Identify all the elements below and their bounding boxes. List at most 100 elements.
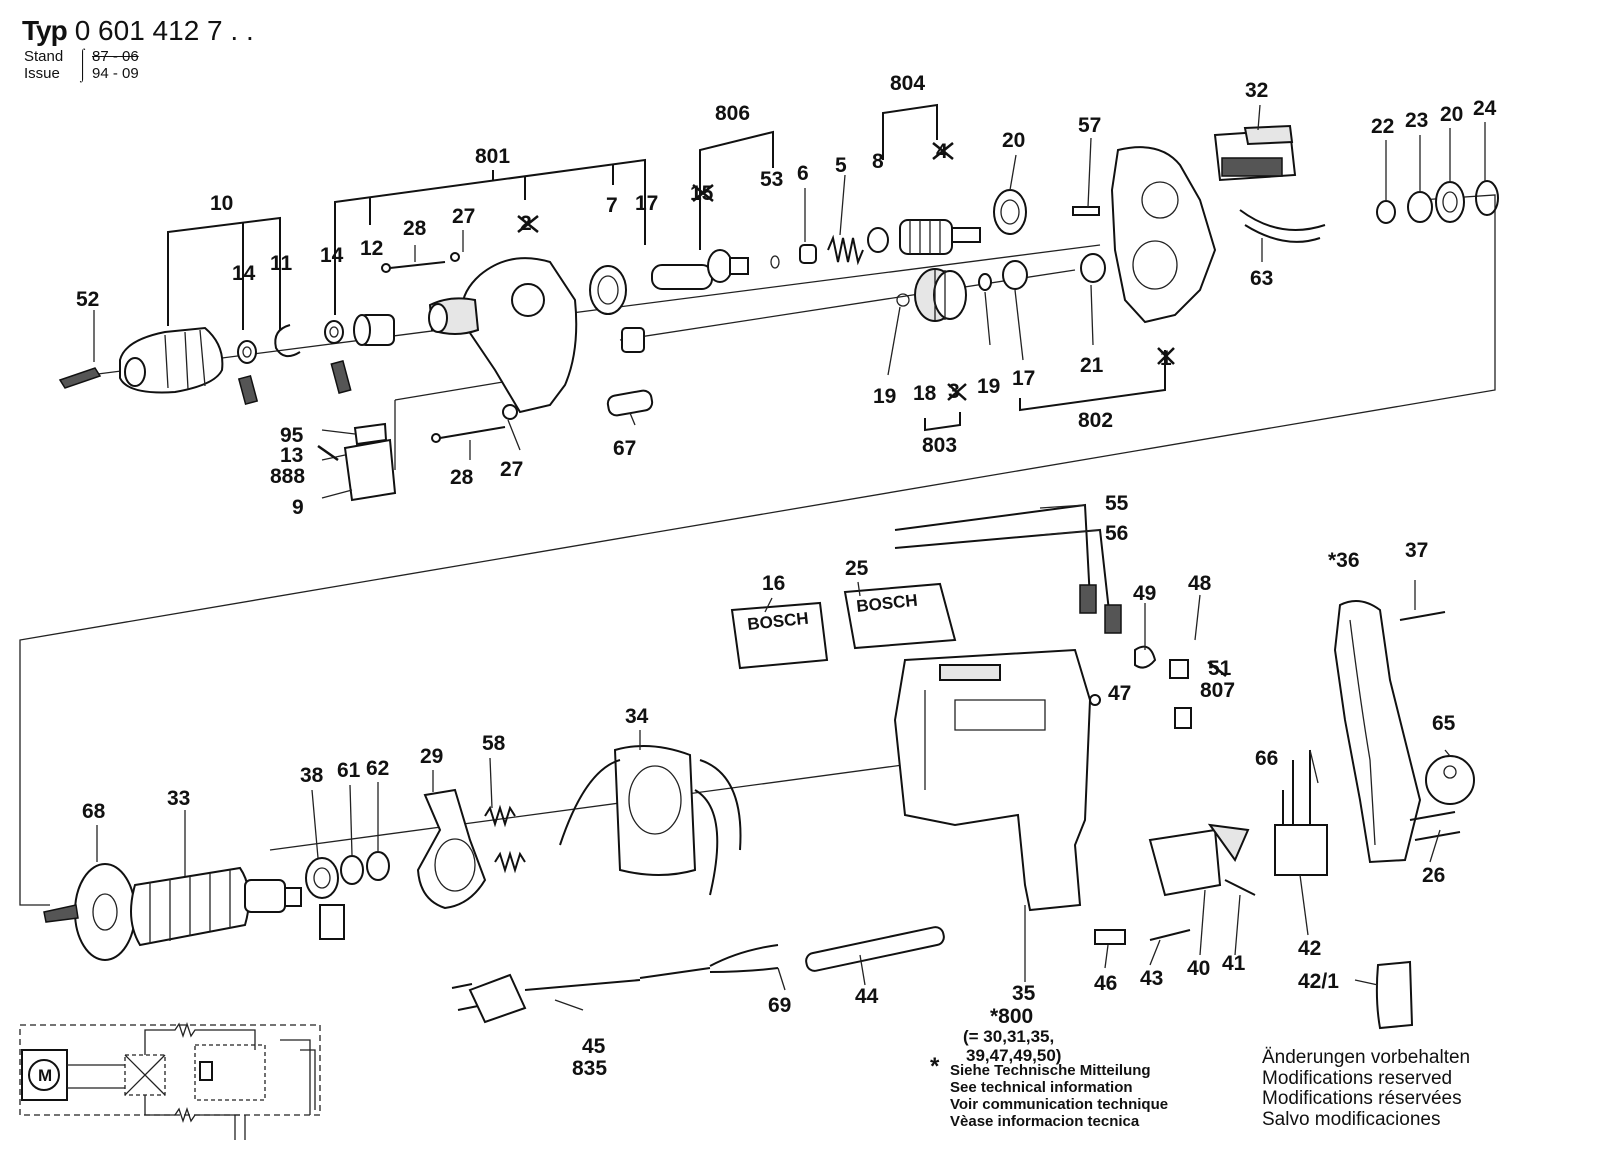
label-66: 66 [1255,747,1278,770]
label-44: 44 [855,985,879,1008]
issue-label: Issue [24,65,60,82]
label-800: *800 [990,1005,1033,1028]
bracket-803 [924,412,961,432]
label-52: 52 [76,288,99,311]
part-screw-28a [381,261,446,273]
label-23: 23 [1405,109,1428,132]
part-brush-holder-51 [1169,659,1192,729]
label-27b: 27 [500,458,523,481]
part-bushing-12 [353,314,395,346]
modifications-notice: Änderungen vorbehalten Modifications res… [1262,1047,1470,1130]
group-labels: 10 801 806 804 802 803 [210,72,1113,457]
part-cables-63 [1239,209,1326,243]
label-9: 9 [292,496,304,519]
label-14b: 14 [320,244,344,267]
part-screw-41 [1224,879,1256,896]
label-21: 21 [1080,354,1104,377]
label-51: 51 [1208,657,1232,680]
label-8: 8 [872,150,884,173]
part-bit [58,367,102,389]
label-801: 801 [475,145,510,168]
part-ring-23 [1407,191,1433,223]
part-screw-43 [1149,929,1191,941]
part-sleeve-44 [805,926,945,972]
part-needle-bearing-7 [589,265,627,315]
part-ball-bearing-20b [1435,181,1465,223]
issue-row: Issue⌡94 - 09 [24,65,254,82]
label-22: 22 [1371,115,1394,138]
part-bearing-38 [305,857,345,940]
part-bush-6 [799,244,817,264]
label-26: 26 [1422,864,1445,887]
label-19b: 19 [977,375,1000,398]
label-49: 49 [1133,582,1156,605]
type-label: Typ [22,15,68,46]
label-62: 62 [366,757,389,780]
part-ring-61 [340,855,364,885]
note-line-1: Siehe Technische Mitteilung [950,1062,1151,1079]
label-41: 41 [1222,952,1246,975]
issue-value: 94 - 09 [92,65,139,82]
part-screw-37 [1399,611,1446,621]
label-7: 7 [606,194,618,217]
mod-line-4: Salvo modificaciones [1262,1108,1441,1130]
part-clip-11 [274,324,301,358]
bracket-802 [1019,350,1166,412]
label-15: 15 [690,182,714,205]
label-4: 4 [936,140,948,163]
part-bearing-17b [1002,260,1028,290]
label-36: *36 [1328,549,1360,572]
label-5: 5 [835,154,847,177]
type-code: 0 601 412 7 . . [74,15,254,46]
wiring-schematic: M [19,1021,321,1140]
label-888: 888 [270,465,305,488]
part-screw-28b [431,426,506,443]
technical-note: * Siehe Technische Mitteilung See techni… [930,1055,1168,1131]
label-55: 55 [1105,492,1129,515]
part-fan-68 [43,863,136,961]
label-20b: 20 [1440,103,1463,126]
part-pin-57 [1072,206,1100,216]
part-washer-14a [237,340,259,406]
part-bearing-17a [621,327,645,353]
label-28b: 28 [450,466,474,489]
part-suppressor-42-1 [1375,960,1414,1030]
label-13: 13 [280,444,303,467]
label-806: 806 [715,102,750,125]
part-switch-32 [1213,124,1297,182]
label-12: 12 [360,237,383,260]
part-switch-40 [1148,823,1250,897]
bracket-806 [699,130,774,250]
label-40: 40 [1187,957,1210,980]
label-47: 47 [1108,682,1131,705]
label-17b: 17 [1012,367,1035,390]
part-terminal-46 [1094,929,1126,945]
label-67: 67 [613,437,636,460]
label-38: 38 [300,764,324,787]
part-spring-5 [827,234,864,266]
stand-label: Stand [24,48,64,65]
label-56: 56 [1105,522,1128,545]
part-shaft-4 [899,219,981,255]
stand-brace: ⌠ [78,48,88,65]
part-sleeve-67 [606,389,654,417]
mod-line-3: Modifications réservées [1262,1088,1462,1109]
bracket-10 [167,216,281,330]
label-804: 804 [890,72,925,95]
note-line-4: Vèase informacion tecnica [950,1113,1140,1130]
part-washer-14b [324,320,352,394]
part-baffle-29 [416,788,487,910]
label-35: 35 [1012,982,1036,1005]
part-badge-16 [730,601,829,670]
label-800-list-1: (= 30,31,35, [963,1027,1054,1046]
label-32: 32 [1245,79,1268,102]
label-37: 37 [1405,539,1428,562]
label-800-list-2: 39,47,49,50) [966,1046,1061,1065]
note-line-2: See technical information [950,1079,1133,1096]
label-11: 11 [270,252,293,275]
part-badge-25 [843,582,957,650]
note-star: * [930,1053,940,1080]
label-18: 18 [913,382,937,405]
